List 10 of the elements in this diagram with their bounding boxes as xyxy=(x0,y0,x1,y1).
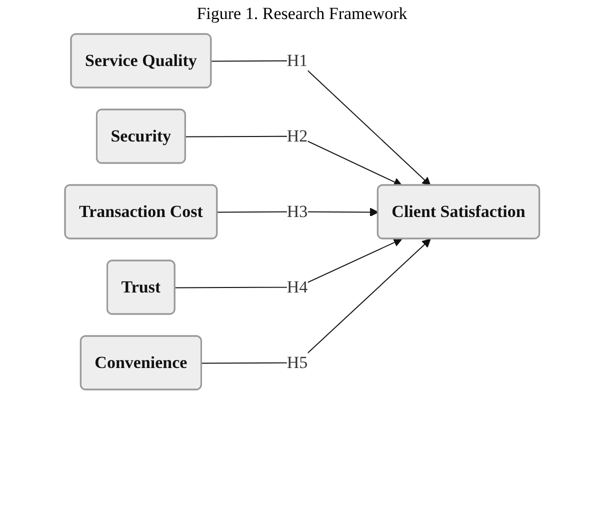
arrow xyxy=(201,238,431,364)
arrow xyxy=(185,136,402,186)
edge-label: H1 xyxy=(286,51,308,70)
arrow xyxy=(174,238,402,288)
arrow xyxy=(210,60,431,186)
edge-label: H4 xyxy=(286,278,308,296)
edge-label: H3 xyxy=(286,202,308,221)
figure-title: Figure 1. Research Framework xyxy=(196,4,408,24)
edge-label: H5 xyxy=(286,353,308,372)
edge-label: H2 xyxy=(286,126,308,146)
